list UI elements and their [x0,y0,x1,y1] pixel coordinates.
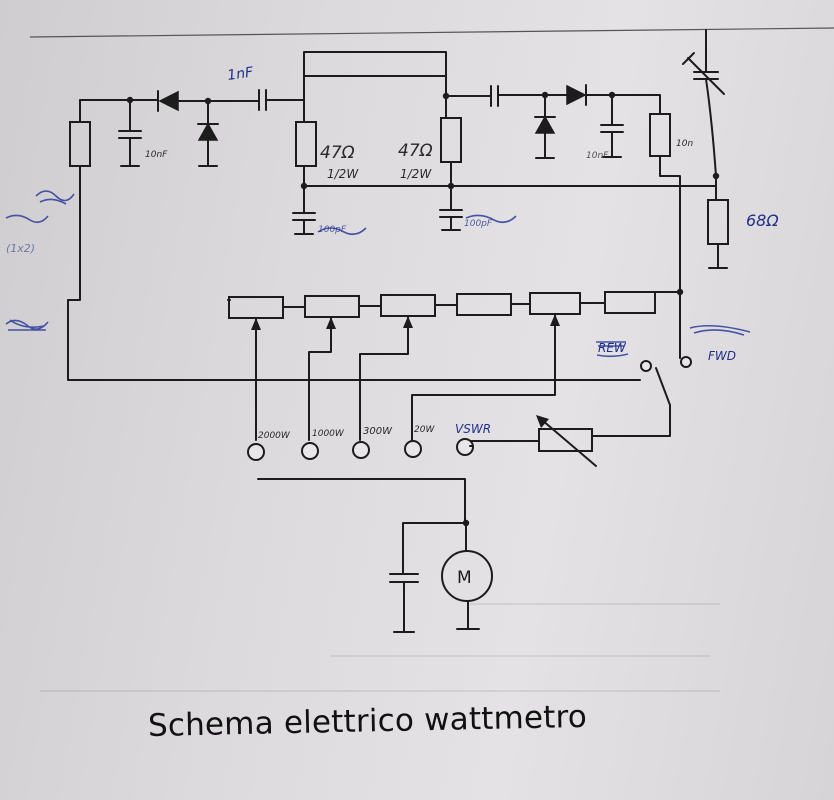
vswr-arrow-head [536,415,549,428]
range-1000w-label: 1000W [312,429,345,439]
meter-symbol: M [457,568,472,588]
wire [705,78,717,177]
diode-4 [534,115,556,134]
fwd-strike [689,324,751,336]
margin-scribble [35,190,75,205]
wiper-2-arrow [326,317,336,329]
res-47-left-power: 1/2W [327,167,359,181]
switch-contact-fwd [680,356,692,368]
cap-5-label: 100pF [318,225,347,235]
range-trimmer-1 [228,296,284,319]
rew-underline [596,353,629,358]
resistor-68 [707,199,729,245]
range-trimmer-5 [529,292,581,315]
wiper-1-arrow [251,318,261,330]
switch-contact-rew [640,360,652,372]
wiper-5-arrow [550,314,560,326]
cap-3-label: 10nF [586,151,609,161]
range-resistor-6 [604,291,656,314]
wire [67,237,81,301]
range-trimmer-2 [304,295,360,318]
terminal-20w[interactable] [404,440,422,458]
bleed-through-line [330,655,710,657]
res-3-label: 10n [676,139,693,149]
resistor-right [649,113,671,157]
margin-note: (1x2) [6,242,35,255]
wiper-3-arrow [403,316,413,328]
range-vswr-label: VSWR [455,422,491,436]
range-20w-label: 20W [414,425,435,435]
wire [659,155,681,293]
margin-scribble [5,319,49,331]
switch-lever [655,367,671,406]
diode-1 [158,90,179,112]
cap-1-label: 1nF [226,64,255,84]
margin-scribble [317,227,367,236]
res-47-right-power: 1/2W [400,167,432,181]
terminal-2000w[interactable] [247,443,265,461]
wiper-3 [359,315,409,441]
wire [591,404,671,437]
resistor-47-left [295,121,317,167]
res-68-label: 68Ω [746,211,779,230]
res-47-left-label: 47Ω [320,143,355,163]
cap-6-label: 100pF [464,219,493,229]
wire [257,478,466,524]
resistor-47-right [440,117,462,163]
bleed-through-line [40,690,720,692]
range-trimmer-3 [380,294,436,317]
trimmer-arrow-head [682,52,695,65]
range-2000w-label: 2000W [258,431,291,441]
bleed-through-line [470,603,720,605]
mode-rew-label: REW [598,341,627,355]
rew-strike [596,341,626,347]
wire [585,94,661,115]
diode-2 [197,122,219,141]
res-47-right-label: 47Ω [398,141,433,161]
page-rule [29,27,834,38]
cap-2-label: 10nF [145,150,168,160]
terminal-300w[interactable] [352,441,370,459]
range-resistor-4 [456,293,512,316]
mode-fwd-label: FWD [708,349,736,363]
resistor-left [69,121,91,167]
margin-scribble [5,214,49,224]
range-300w-label: 300W [363,426,393,437]
wire [67,299,641,381]
wire [402,522,467,574]
vswr-arrow [541,419,597,467]
diode-3 [566,84,587,106]
trimmer-arrow [687,57,725,95]
wiper-2 [308,316,332,441]
terminal-1000w[interactable] [301,442,319,460]
margin-scribble [465,214,517,224]
wiper-5 [411,313,556,441]
